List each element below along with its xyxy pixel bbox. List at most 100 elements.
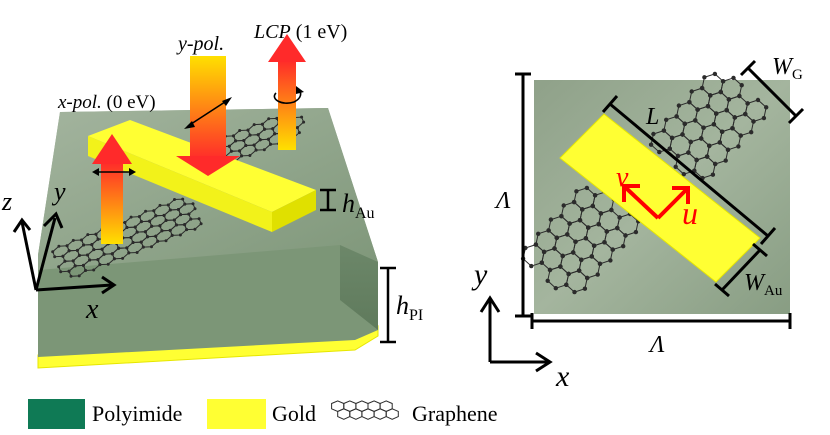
graphene-atom — [143, 230, 147, 234]
axis-y-label-2d: y — [471, 258, 488, 291]
axis-x-label-2d: x — [555, 360, 570, 393]
w-au-dimension — [714, 242, 768, 298]
legend-swatch-graphene — [331, 400, 399, 420]
graphene-atom — [561, 203, 566, 208]
graphene-atom — [158, 203, 162, 207]
graphene-atom — [238, 129, 242, 132]
graphene-atom — [156, 239, 160, 243]
graphene-atom — [723, 158, 728, 163]
graphene-atom — [572, 289, 577, 295]
w-au-label: WAu — [744, 270, 783, 299]
graphene-atom — [229, 149, 233, 153]
graphene-atom — [123, 221, 127, 224]
graphene-atom — [546, 228, 551, 233]
graphene-atom — [737, 93, 742, 99]
axes-2d — [479, 295, 553, 373]
graphene-atom — [267, 117, 271, 121]
graphene-atom — [139, 220, 143, 224]
graphene-atom — [704, 154, 710, 159]
graphene-atom — [61, 254, 65, 258]
graphene-atom — [73, 264, 77, 268]
graphene-atom — [711, 122, 717, 127]
graphene-hexagon — [337, 408, 351, 420]
h-au-dimension — [320, 188, 336, 212]
graphene-atom — [584, 185, 590, 191]
graphene-atom — [178, 233, 182, 237]
graphene-atom — [150, 245, 153, 249]
graphene-atom — [708, 93, 713, 98]
left-3d-view: x-pol. (0 eV) y-pol. LCP (1 eV) z y x hA… — [1, 21, 423, 369]
graphene-atom — [732, 115, 737, 120]
graphene-atom — [615, 225, 620, 231]
graphene-atom — [53, 255, 57, 259]
graphene-atom — [183, 223, 187, 227]
graphene-strip-top-upper — [648, 71, 769, 181]
graphene-atom — [623, 233, 628, 238]
graphene-atom — [77, 274, 81, 278]
axis-y-label-3d: y — [51, 177, 66, 206]
graphene-atom — [694, 157, 699, 163]
graphene-atom — [183, 202, 187, 206]
graphene-atom — [86, 253, 90, 257]
graphene-atom — [181, 197, 185, 201]
graphene-atom — [158, 224, 162, 228]
legend-label-gold: Gold — [272, 401, 316, 426]
graphene-atom — [65, 244, 69, 248]
graphene-atom — [553, 286, 558, 291]
graphene-atom — [574, 189, 579, 194]
graphene-atom — [71, 259, 75, 263]
graphene-atom — [77, 253, 81, 257]
graphene-atom — [260, 122, 264, 126]
graphene-atom — [125, 226, 129, 229]
graphene-atom — [585, 275, 590, 281]
graphene-atom — [681, 172, 686, 177]
graphene-atom — [609, 207, 614, 213]
y-pol-arrow — [176, 56, 240, 176]
graphene-atom — [686, 150, 691, 155]
graphene-atom — [731, 75, 736, 81]
graphene-atom — [688, 139, 693, 145]
graphene-atom — [67, 249, 71, 253]
graphene-atom — [547, 267, 553, 273]
right-top-view: v u — [471, 54, 805, 393]
graphene-atom — [554, 235, 559, 240]
graphene-atom — [604, 229, 609, 234]
graphene-atom — [725, 147, 731, 152]
graphene-atom — [595, 272, 600, 277]
h-au-label: hAu — [342, 189, 375, 222]
graphene-atom — [583, 236, 589, 241]
graphene-atom — [705, 104, 711, 109]
graphene-atom — [129, 215, 133, 219]
graphene-atom — [743, 111, 748, 117]
graphene-atom — [695, 107, 700, 112]
w-g-label: WG — [772, 54, 803, 83]
graphene-atom — [707, 143, 712, 148]
graphene-atom — [669, 135, 675, 141]
graphene-atom — [81, 263, 85, 267]
graphene-hexagon — [385, 408, 399, 420]
graphene-atom — [596, 222, 601, 227]
lambda-vertical-dimension — [515, 72, 531, 318]
graphene-atom — [610, 247, 615, 252]
graphene-atom — [146, 235, 149, 239]
l-dimension — [601, 95, 777, 245]
v-axis-label: v — [616, 162, 629, 193]
graphene-atom — [170, 233, 174, 237]
graphene-atom — [262, 148, 266, 152]
graphene-atom — [577, 218, 583, 223]
graphene-atom — [739, 83, 744, 88]
graphene-atom — [657, 149, 662, 155]
graphene-atom — [82, 243, 86, 247]
graphene-atom — [592, 193, 598, 198]
graphene-atom — [552, 246, 557, 251]
graphene-atom — [152, 209, 156, 213]
graphene-atom — [92, 268, 96, 272]
graphene-atom — [197, 217, 201, 221]
graphene-atom — [275, 116, 279, 120]
graphene-atom — [764, 105, 769, 110]
graphene-atom — [590, 203, 595, 209]
graphene-atom — [150, 224, 154, 228]
graphene-atom — [234, 139, 238, 143]
graphene-atom — [702, 75, 707, 80]
graphene-atom — [112, 257, 116, 261]
